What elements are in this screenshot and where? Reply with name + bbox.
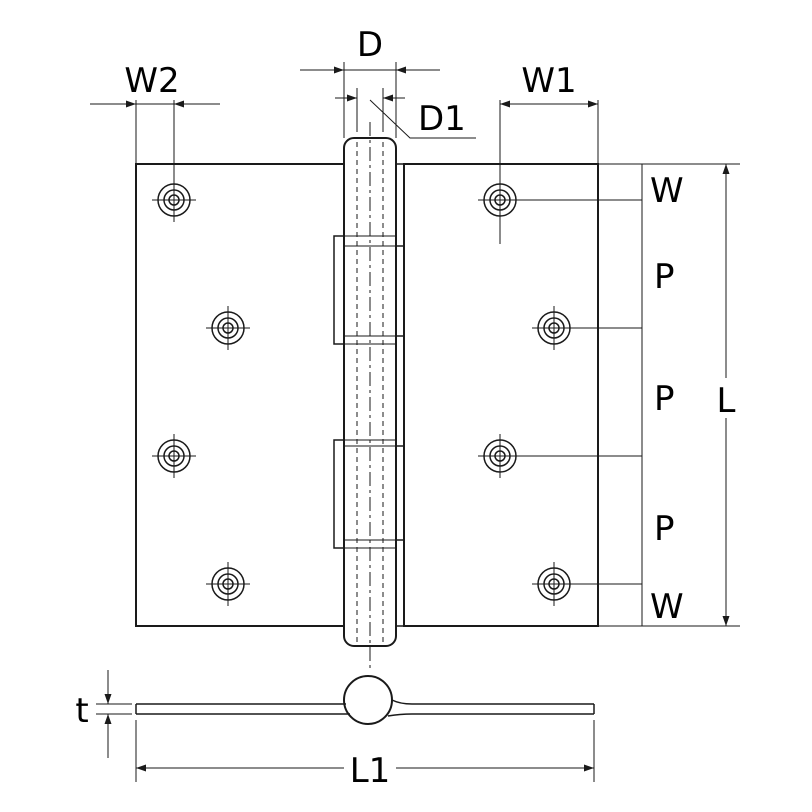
screw-hole-4 xyxy=(206,562,250,606)
dimension-t: t xyxy=(75,670,132,758)
dimension-w2: W2 xyxy=(90,61,220,108)
dimension-d: D xyxy=(300,25,440,74)
knuckle-tabs xyxy=(333,163,405,627)
dimension-w1: W1 xyxy=(500,61,598,108)
screw-hole-3 xyxy=(152,434,196,478)
right-leaf xyxy=(403,163,599,627)
label-w1: W1 xyxy=(521,61,576,101)
label-w-top: W xyxy=(650,171,684,211)
dimension-l1: L1 xyxy=(136,751,594,791)
pitch-labels: W P P P W xyxy=(650,171,684,627)
label-t: t xyxy=(75,691,88,731)
side-profile xyxy=(135,675,595,782)
label-p-1: P xyxy=(654,257,675,297)
label-w2: W2 xyxy=(124,61,179,101)
label-d1: D1 xyxy=(418,99,466,139)
dimension-l: L xyxy=(717,164,736,626)
label-p-2: P xyxy=(654,379,675,419)
screw-holes xyxy=(152,178,576,606)
label-w-bottom: W xyxy=(650,587,684,627)
label-d: D xyxy=(357,25,383,65)
pin-barrel xyxy=(343,122,397,672)
left-leaf xyxy=(135,163,345,627)
screw-hole-2 xyxy=(206,306,250,350)
label-l: L xyxy=(717,381,736,421)
extension-lines xyxy=(135,62,740,627)
label-p-3: P xyxy=(654,509,675,549)
label-l1: L1 xyxy=(350,751,391,791)
dimension-d1: D1 xyxy=(335,88,476,139)
